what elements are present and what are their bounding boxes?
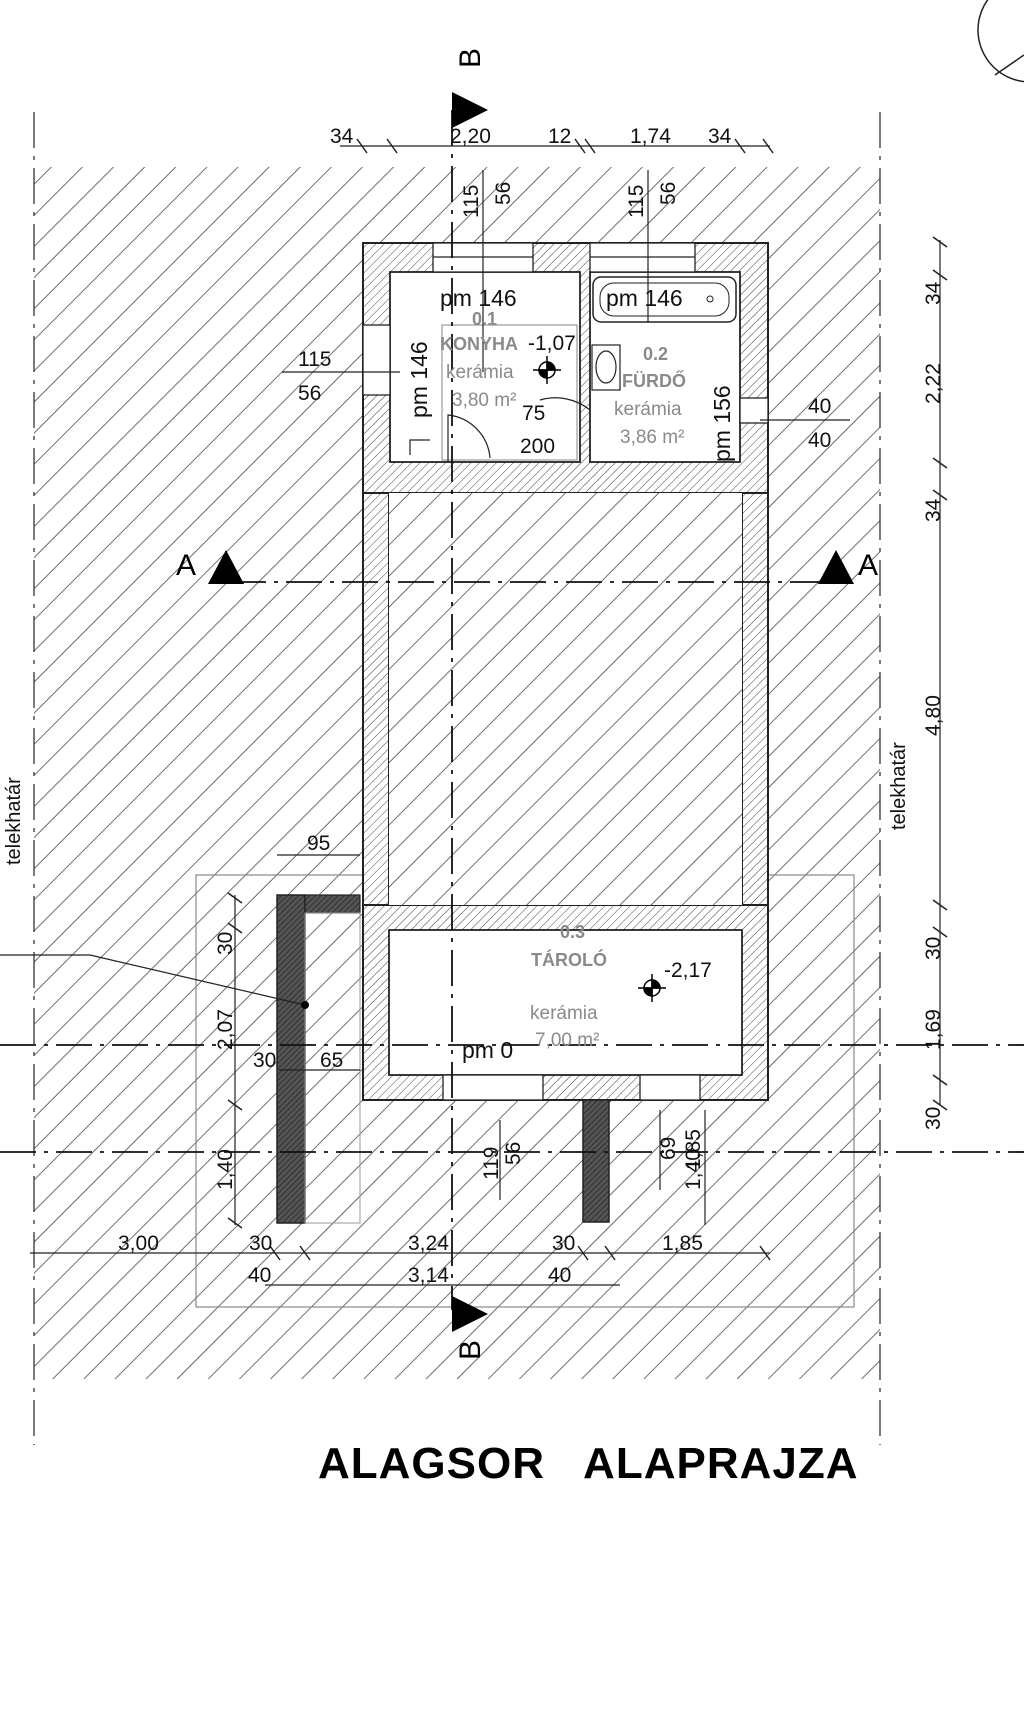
kitchen-counter xyxy=(441,324,578,461)
level-marker-storage-icon xyxy=(638,974,666,1002)
dim-small-30: 30 xyxy=(253,1049,276,1072)
dim-bottom-1: 3,00 xyxy=(118,1232,159,1255)
room-floor-bath: kerámia xyxy=(614,399,682,420)
level-kitchen: -1,07 xyxy=(528,332,576,355)
dim-left-3: 1,40 xyxy=(214,1149,237,1190)
dim-opening-2: 56 xyxy=(492,182,515,205)
parapet-label-bath-window: pm 146 xyxy=(606,285,683,311)
sink-icon xyxy=(591,344,621,391)
page-title: ALAGSOR ALAPRAJZA xyxy=(318,1439,859,1488)
dim-opening-4: 56 xyxy=(657,182,680,205)
dim-small-95: 95 xyxy=(307,832,330,855)
parapet-label-kitchen-window: pm 146 xyxy=(440,285,517,311)
section-lines xyxy=(0,110,1024,1310)
dim-top-4: 1,74 xyxy=(630,125,671,148)
dim-opening-8: 200 xyxy=(520,435,555,458)
dim-opening-7: 75 xyxy=(522,402,545,425)
room-floor-kitchen: kerámia xyxy=(446,362,514,383)
door-swings xyxy=(409,397,591,462)
dim-opening-11: 119 xyxy=(480,1147,503,1180)
level-marker-kitchen-icon xyxy=(533,356,561,384)
property-line-label-left: telekhatár xyxy=(3,777,25,865)
dim-top-2: 2,20 xyxy=(450,125,491,148)
section-label-a-left: A xyxy=(176,549,196,582)
dim-opening-9: 40 xyxy=(808,395,831,418)
dim-top-3: 12 xyxy=(548,125,571,148)
room-floor-storage: kerámia xyxy=(530,1003,598,1024)
room-id-kitchen: 0.1 xyxy=(472,309,497,329)
dim-opening-13: 69 xyxy=(657,1137,680,1160)
dim-bottom-6: 40 xyxy=(248,1264,271,1287)
property-boundary-lines xyxy=(33,112,881,1445)
room-area-kitchen: 3,80 m² xyxy=(452,390,516,411)
dim-right-4: 4,80 xyxy=(922,695,945,736)
dim-left-1: 30 xyxy=(214,932,237,955)
dim-top-5: 34 xyxy=(708,125,732,148)
section-arrow-icons xyxy=(208,92,854,1332)
dim-right-7: 30 xyxy=(922,1107,945,1130)
parapet-label-storage: pm 0 xyxy=(462,1037,513,1063)
room-name-bath: FÜRDŐ xyxy=(622,370,686,391)
dim-opening-6: 56 xyxy=(298,382,321,405)
dim-bottom-5: 1,85 xyxy=(662,1232,703,1255)
dimension-ticks xyxy=(227,138,948,1261)
dim-right-6: 1,69 xyxy=(922,1009,945,1050)
dim-opening-15: 1,40 xyxy=(682,1149,705,1190)
dim-opening-3: 115 xyxy=(625,185,648,218)
dim-opening-1: 115 xyxy=(460,185,483,218)
room-id-bath: 0.2 xyxy=(643,344,668,364)
dim-small-65: 65 xyxy=(320,1049,343,1072)
section-label-a-right: A xyxy=(858,549,878,582)
dim-bottom-7: 3,14 xyxy=(408,1264,449,1287)
dim-top-1: 34 xyxy=(330,125,354,148)
room-name-kitchen: KONYHA xyxy=(440,334,518,354)
parapet-label-bath-side: pm 156 xyxy=(709,385,735,462)
parapet-label-side-window: pm 146 xyxy=(406,341,432,418)
section-label-b-top: B xyxy=(454,48,487,68)
dim-opening-10: 40 xyxy=(808,429,831,452)
bathtub-icon xyxy=(592,276,737,323)
room-area-bath: 3,86 m² xyxy=(620,427,684,448)
room-name-storage: TÁROLÓ xyxy=(531,949,607,970)
dim-opening-5: 115 xyxy=(298,348,331,371)
windows xyxy=(362,242,769,1101)
dim-opening-14: 1,85 xyxy=(682,1129,705,1170)
dim-right-2: 2,22 xyxy=(922,363,945,404)
dim-right-5: 30 xyxy=(922,937,945,960)
dim-opening-12: 56 xyxy=(502,1142,525,1165)
level-storage: -2,17 xyxy=(664,959,712,982)
room-area-storage: 7,00 m² xyxy=(535,1030,599,1051)
section-label-b-bottom: B xyxy=(454,1340,487,1360)
property-line-label-right: telekhatár xyxy=(888,742,910,830)
room-id-storage: 0.3 xyxy=(560,922,585,942)
dim-bottom-3: 3,24 xyxy=(408,1232,449,1255)
dim-left-2: 2,07 xyxy=(214,1009,237,1050)
dim-bottom-4: 30 xyxy=(552,1232,575,1255)
dim-right-3: 34 xyxy=(922,498,945,522)
north-arrow-icon xyxy=(977,0,1024,83)
dimension-lines xyxy=(0,145,941,1286)
retaining-walls xyxy=(276,894,610,1224)
leader-dot xyxy=(301,1001,309,1009)
dim-bottom-2: 30 xyxy=(249,1232,272,1255)
dim-right-1: 34 xyxy=(922,281,945,305)
dim-bottom-8: 40 xyxy=(548,1264,571,1287)
